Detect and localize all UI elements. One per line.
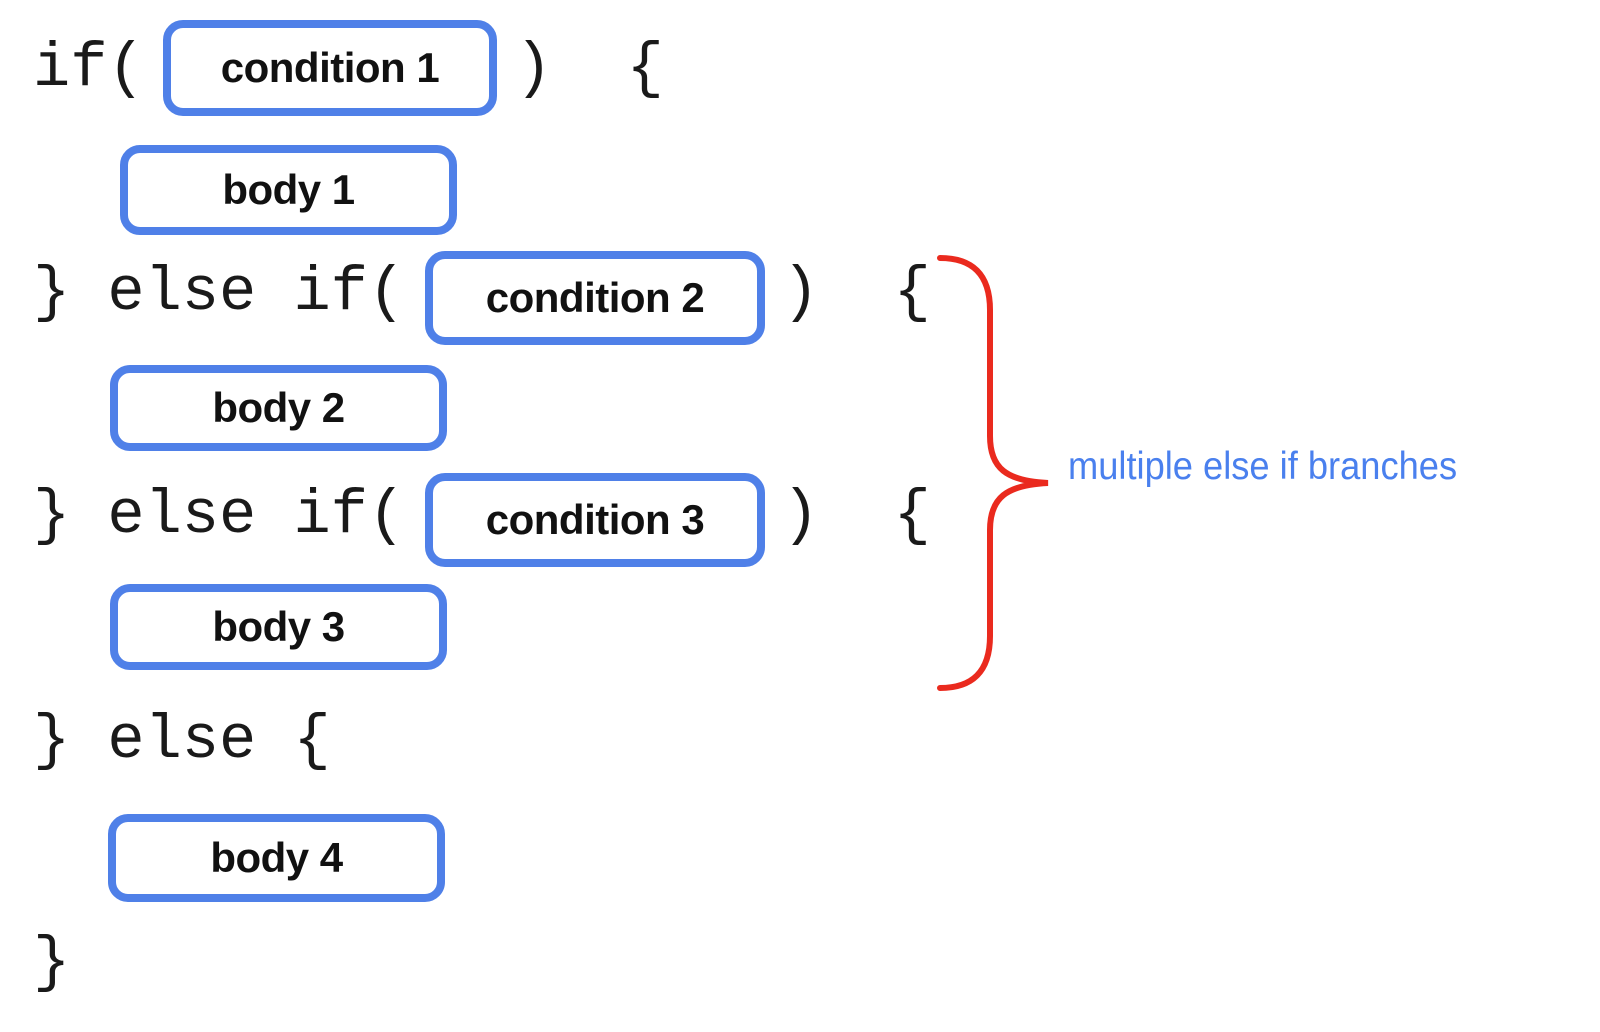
box-condition-1[interactable]: condition 1 [163, 20, 497, 116]
box-condition-3[interactable]: condition 3 [425, 473, 765, 567]
code-fragment-close-paren-1: ) { [515, 33, 664, 104]
box-label-body-2: body 2 [212, 384, 345, 431]
box-label-condition-1: condition 1 [220, 44, 440, 91]
code-fragment-if-open: if( [33, 33, 145, 104]
box-body-2[interactable]: body 2 [110, 365, 447, 451]
box-label-condition-3: condition 3 [485, 496, 705, 543]
code-fragment-close-paren-2: ) { [782, 257, 931, 328]
code-fragment-else-open: } else { [33, 705, 331, 776]
box-label-body-3: body 3 [212, 603, 345, 650]
code-fragment-close-brace: } [33, 927, 71, 998]
box-body-4[interactable]: body 4 [108, 814, 445, 902]
box-condition-2[interactable]: condition 2 [425, 251, 765, 345]
annotation-multiple-else-if-branches: multiple else if branches [1068, 445, 1458, 488]
box-label-condition-2: condition 2 [485, 274, 705, 321]
code-fragment-close-paren-3: ) { [782, 480, 931, 551]
code-fragment-else-if-2: } else if( [33, 257, 406, 328]
box-body-3[interactable]: body 3 [110, 584, 447, 670]
box-label-body-1: body 1 [222, 166, 355, 213]
code-fragment-else-if-3: } else if( [33, 480, 406, 551]
curly-brace-icon [920, 240, 1080, 710]
box-label-body-4: body 4 [210, 834, 343, 881]
box-body-1[interactable]: body 1 [120, 145, 457, 235]
